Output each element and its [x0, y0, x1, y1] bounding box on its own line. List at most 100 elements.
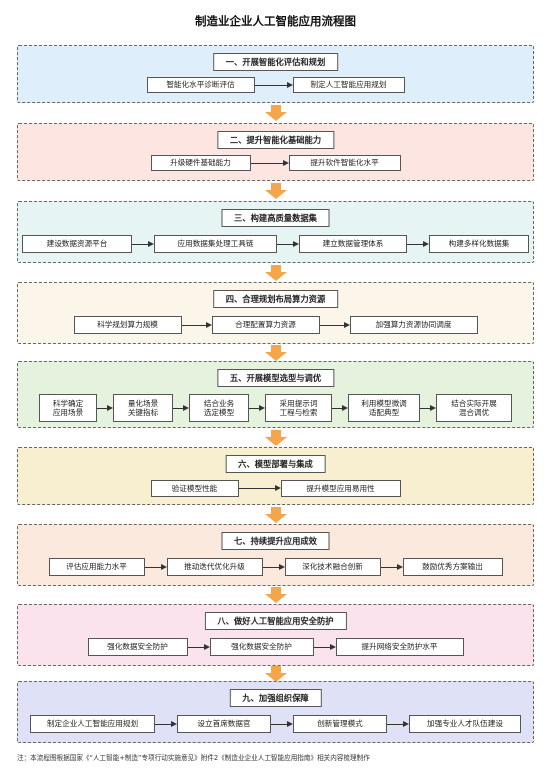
- right-arrow-icon: [250, 158, 289, 168]
- step-item: 构建多样化数据集: [429, 235, 529, 253]
- down-arrow-icon: [264, 105, 287, 121]
- step-item: 加强算力资源协同调度: [349, 316, 478, 334]
- step-row: 制定企业人工智能应用规划 设立首席数据官 创新管理模式 加强专业人才队伍建设: [18, 715, 533, 733]
- step-item: 强化数据安全防护: [209, 638, 314, 656]
- down-arrow-icon: [264, 429, 287, 446]
- down-arrow-icon: [264, 506, 287, 523]
- arrow-head: [264, 190, 287, 199]
- step-item: 结合实际开展混合调优: [436, 394, 512, 422]
- down-arrow-icon: [264, 344, 287, 361]
- step-heading: 四、合理规划布局算力资源: [212, 290, 339, 308]
- step-section-7: 七、持续提升应用成效评估应用能力水平 推动迭代优化升级 深化技术融合创新 鼓励优秀方案…: [17, 524, 534, 586]
- step-item: 提升模型应用易用性: [280, 480, 401, 497]
- page-title: 制造业企业人工智能应用流程图: [195, 14, 356, 28]
- down-arrow-icon: [264, 587, 287, 603]
- arrow-stem: [270, 344, 281, 353]
- step-heading: 一、开展智能化评估和规划: [212, 53, 339, 71]
- step-heading: 五、开展模型选型与调优: [216, 369, 335, 387]
- step-section-2: 二、提升智能化基础能力升级硬件基础能力 提升软件智能化水平: [17, 123, 534, 181]
- step-row: 强化数据安全防护 强化数据安全防护 提升网络安全防护水平: [18, 638, 533, 656]
- right-arrow-icon: [277, 239, 299, 249]
- step-item: 应用数据集处理工具链: [154, 235, 277, 253]
- footnote: 注：本流程图根据国家《“人工智能+制造”专项行动实施意见》附件2《制造业企业人工…: [17, 754, 370, 762]
- step-row: 科学确定应用场景量化场景关键指标结合业务选定模型采用提示词工程与检索利用模型微调…: [18, 394, 533, 422]
- step-section-3: 三、构建高质量数据集建设数据资源平台 应用数据集处理工具链 建立数据管理体系 构建多样…: [17, 201, 534, 263]
- step-heading: 八、做好人工智能应用安全防护: [204, 612, 347, 630]
- right-arrow-icon: [262, 562, 285, 572]
- step-row: 智能化水平诊断评估制定人工智能应用规划: [18, 77, 533, 93]
- arrow-head: [264, 594, 287, 603]
- step-item: 推动迭代优化升级: [166, 558, 263, 576]
- arrow-stem: [270, 665, 281, 674]
- right-arrow-icon: [407, 239, 429, 249]
- step-section-1: 一、开展智能化评估和规划智能化水平诊断评估制定人工智能应用规划: [17, 45, 534, 103]
- step-item: 提升软件智能化水平: [288, 155, 401, 171]
- step-row: 验证模型性能 提升模型应用易用性: [18, 480, 533, 497]
- step-heading: 七、持续提升应用成效: [221, 532, 330, 550]
- step-row: 科学规划算力规模 合理配置算力资源 加强算力资源协同调度: [18, 316, 533, 334]
- step-item: 设立首席数据官: [177, 715, 271, 733]
- right-arrow-icon: [97, 403, 113, 413]
- arrow-stem: [270, 183, 281, 191]
- right-arrow-icon: [387, 719, 409, 729]
- down-arrow-icon: [264, 264, 287, 281]
- step-item: 科学确定应用场景: [39, 394, 97, 422]
- right-arrow-icon: [332, 403, 348, 413]
- step-heading: 九、加强组织保障: [229, 689, 322, 707]
- arrow-stem: [270, 506, 281, 515]
- right-arrow-icon: [155, 719, 177, 729]
- step-row: 建设数据资源平台 应用数据集处理工具链 建立数据管理体系 构建多样化数据集: [18, 235, 533, 253]
- step-item: 建设数据资源平台: [22, 235, 132, 253]
- step-heading: 三、构建高质量数据集: [221, 209, 330, 227]
- step-item: 鼓励优秀方案输出: [402, 558, 503, 576]
- arrow-head: [264, 351, 287, 361]
- right-arrow-icon: [420, 403, 436, 413]
- step-item: 采用提示词工程与检索: [265, 394, 332, 422]
- right-arrow-icon: [132, 239, 154, 249]
- step-item: 评估应用能力水平: [48, 558, 145, 576]
- step-item: 强化数据安全防护: [87, 638, 188, 656]
- right-arrow-icon: [144, 562, 167, 572]
- step-heading: 六、模型部署与集成: [225, 455, 326, 473]
- arrow-stem: [270, 587, 281, 595]
- arrow-stem: [270, 264, 281, 273]
- arrow-head: [264, 271, 287, 281]
- right-arrow-icon: [319, 320, 350, 330]
- down-arrow-icon: [264, 665, 287, 682]
- step-item: 创新管理模式: [293, 715, 387, 733]
- down-arrow-icon: [264, 183, 287, 199]
- step-item: 加强专业人才队伍建设: [409, 715, 521, 733]
- step-row: 升级硬件基础能力 提升软件智能化水平: [18, 155, 533, 171]
- step-item: 制定企业人工智能应用规划: [30, 715, 155, 733]
- right-arrow-icon: [249, 403, 265, 413]
- step-section-5: 五、开展模型选型与调优科学确定应用场景量化场景关键指标结合业务选定模型采用提示词…: [17, 361, 534, 428]
- right-arrow-icon: [313, 642, 336, 652]
- step-item: 制定人工智能应用规划: [292, 77, 405, 93]
- step-item: 验证模型性能: [150, 480, 239, 497]
- step-section-6: 六、模型部署与集成验证模型性能 提升模型应用易用性: [17, 447, 534, 505]
- step-item: 利用模型微调适配典型: [348, 394, 420, 422]
- right-arrow-icon: [187, 642, 210, 652]
- step-item: 升级硬件基础能力: [150, 155, 251, 171]
- right-arrow-icon: [380, 562, 403, 572]
- step-row: 评估应用能力水平 推动迭代优化升级 深化技术融合创新 鼓励优秀方案输出: [18, 558, 533, 576]
- right-arrow-icon: [173, 403, 189, 413]
- arrow-head: [264, 513, 287, 523]
- step-item: 提升网络安全防护水平: [335, 638, 464, 656]
- step-item: 深化技术融合创新: [284, 558, 381, 576]
- arrow-head: [264, 112, 287, 121]
- right-arrow-icon: [181, 320, 212, 330]
- step-item: 合理配置算力资源: [211, 316, 320, 334]
- step-heading: 二、提升智能化基础能力: [216, 131, 335, 149]
- arrow-head: [264, 672, 287, 682]
- right-arrow-icon: [271, 719, 293, 729]
- arrow-stem: [270, 429, 281, 438]
- right-arrow-icon: [238, 484, 281, 494]
- step-section-8: 八、做好人工智能应用安全防护强化数据安全防护强化数据安全防护提升网络安全防护水平: [17, 604, 534, 666]
- arrow-stem: [270, 105, 281, 113]
- step-item: 量化场景关键指标: [113, 394, 173, 422]
- arrow-head: [264, 436, 287, 446]
- step-item: 结合业务选定模型: [189, 394, 249, 422]
- step-item: 科学规划算力规模: [73, 316, 182, 334]
- step-item: 建立数据管理体系: [299, 235, 407, 253]
